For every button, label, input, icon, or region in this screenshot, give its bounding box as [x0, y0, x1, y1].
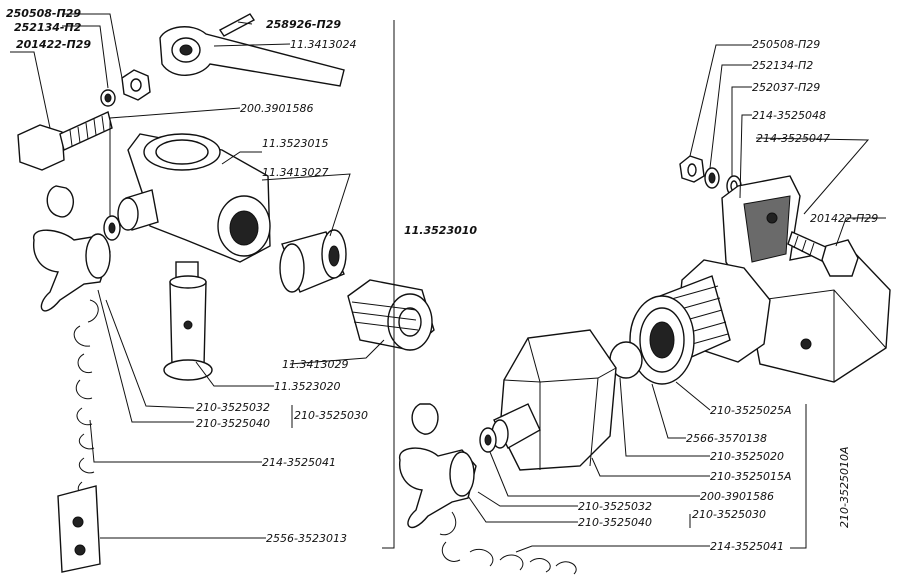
label-left-chain: 214-3525041	[262, 456, 336, 469]
label-right-ball: 210-3525020	[710, 450, 784, 463]
label-left-handle: 11.3413024	[290, 38, 356, 51]
label-right-bolt: 201422-П29	[810, 212, 878, 225]
left-bolt	[17, 111, 113, 171]
right-nut	[679, 155, 705, 183]
label-right-cap-nut: 210-3525032	[578, 500, 652, 513]
left-pin	[218, 13, 256, 37]
label-left-valve: 11.3523020	[274, 380, 340, 393]
right-small-fitting	[491, 403, 541, 449]
label-left-pin: 258926-П29	[266, 18, 341, 31]
left-chain	[73, 299, 99, 498]
label-right-washer: 252134-П2	[752, 59, 813, 72]
label-left-cap-gasket: 210-3525040	[196, 417, 270, 430]
label-right-gasket-200: 200-3901586	[700, 490, 774, 503]
label-left-fitting: 11.3413029	[282, 358, 348, 371]
label-right-hex-body: 210-3525025А	[710, 404, 791, 417]
left-gasket-200	[103, 215, 121, 241]
right-gasket-ring	[629, 295, 695, 385]
label-right-bracket: 214-3525047	[756, 132, 830, 145]
left-valve-stem	[163, 261, 213, 381]
label-left-gasket-200: 200.3901586	[240, 102, 313, 115]
left-fitting	[347, 279, 435, 351]
leader-lines	[10, 13, 886, 553]
right-washer	[704, 167, 720, 189]
label-left-washer: 252134-П2	[14, 21, 82, 34]
label-right-chain: 214-3525041	[710, 540, 784, 553]
label-left-bracket: 2556-3523013	[266, 532, 347, 545]
label-right-nut: 250508-П29	[752, 38, 820, 51]
left-wing-cap	[33, 185, 111, 312]
label-left-plug: 11.3413027	[262, 166, 328, 179]
label-right-lock-washer: 252037-П29	[752, 81, 820, 94]
right-bolt	[787, 231, 859, 277]
right-coupler	[499, 329, 617, 471]
right-gasket-200	[479, 427, 497, 453]
label-right-gasket-ring: 2566-3570138	[686, 432, 767, 445]
left-labels: 250508-П29 252134-П2 201422-П29 258926-П…	[6, 7, 477, 545]
left-valve-body	[117, 133, 271, 263]
left-plug	[279, 229, 347, 293]
label-right-coupler: 210-3525015А	[710, 470, 791, 483]
label-left-body: 11.3523015	[262, 137, 328, 150]
label-left-cap-nut: 210-3525032	[196, 401, 270, 414]
label-right-cap-gasket: 210-3525040	[578, 516, 652, 529]
label-left-bolt: 201422-П29	[16, 38, 91, 51]
left-handle	[159, 26, 345, 87]
right-labels: 250508-П29 252134-П2 252037-П29 214-3525…	[578, 38, 878, 553]
left-washer	[100, 89, 116, 107]
label-right-assembly: 210-3525010А	[838, 447, 851, 528]
label-left-assembly: 11.3523010	[404, 224, 477, 237]
right-wing-cap	[399, 403, 477, 529]
label-left-cap-assembly: 210-3525030	[294, 409, 368, 422]
left-chain-bracket	[57, 485, 101, 573]
left-nut	[121, 69, 151, 101]
label-right-cap-assembly: 210-3525030	[692, 508, 766, 521]
right-chain	[439, 511, 577, 575]
label-left-nut: 250508-П29	[6, 7, 81, 20]
label-right-spacer: 214-3525048	[752, 109, 826, 122]
